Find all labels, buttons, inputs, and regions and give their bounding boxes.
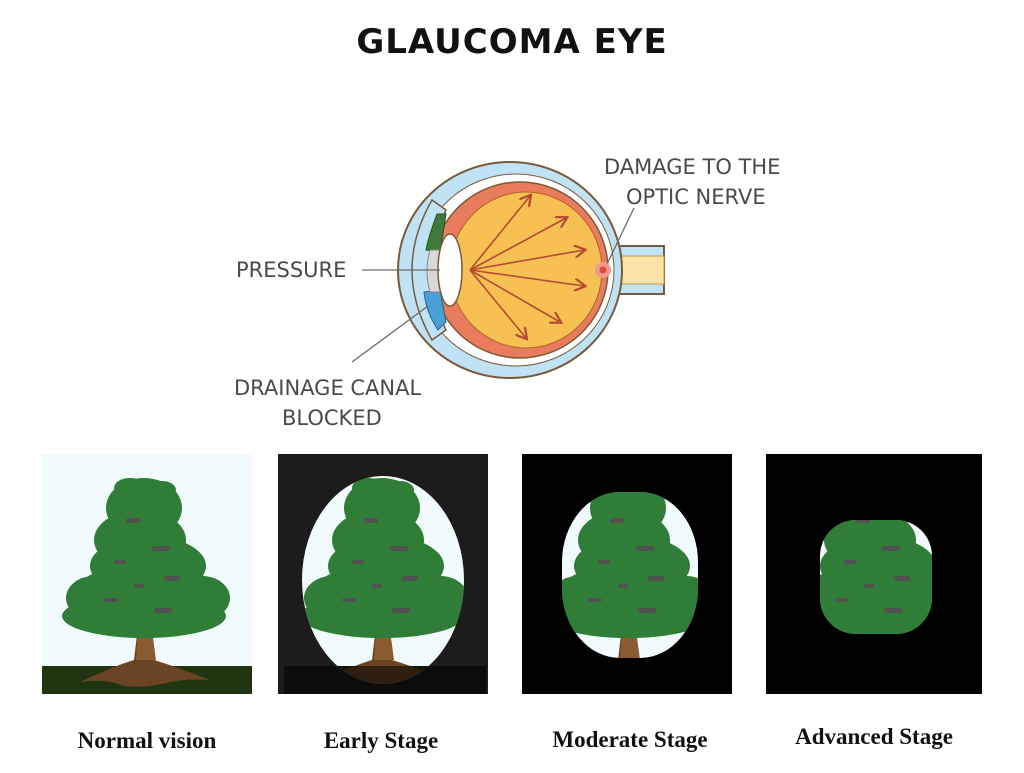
pressure-label: PRESSURE: [236, 258, 347, 282]
damage-label-line2: OPTIC NERVE: [626, 185, 766, 209]
drainage-label-line2: BLOCKED: [282, 406, 382, 430]
damage-label-line1: DAMAGE TO THE: [604, 155, 781, 179]
caption-moderate: Moderate Stage: [552, 727, 708, 752]
drainage-canal: [423, 289, 447, 331]
early-stage-panel: [278, 454, 488, 694]
page-title: GLAUCOMA EYE: [356, 22, 668, 62]
caption-advanced: Advanced Stage: [795, 724, 953, 749]
normal-vision-panel: [42, 454, 252, 694]
drainage-label-line1: DRAINAGE CANAL: [234, 376, 422, 400]
eye-diagram: [351, 161, 665, 379]
drainage-leader: [351, 305, 429, 363]
damage-leader: [607, 207, 635, 263]
caption-normal: Normal vision: [77, 728, 217, 753]
advanced-stage-panel: [766, 454, 982, 694]
moderate-stage-panel: [522, 454, 732, 694]
pressure-arrows: [469, 196, 584, 338]
caption-early: Early Stage: [323, 728, 439, 753]
lens: [437, 233, 463, 307]
